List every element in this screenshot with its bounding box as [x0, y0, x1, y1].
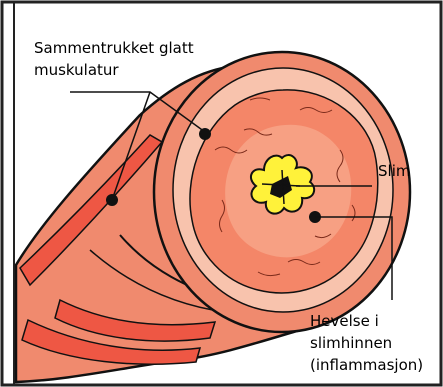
mucus-label: Slim: [378, 160, 410, 182]
cross-section: [154, 52, 410, 332]
smooth-muscle-label: Sammentrukket glatt muskulatur: [34, 37, 194, 81]
smooth-muscle-label-line-2: muskulatur: [34, 59, 194, 81]
swelling-label-line-1: Hevelse i: [310, 310, 423, 332]
swelling-label-line-2: slimhinnen: [310, 332, 423, 354]
muscle-marker-dot: [199, 128, 211, 140]
smooth-muscle-label-line-1: Sammentrukket glatt: [34, 37, 194, 59]
muscle-marker-dot: [106, 194, 118, 206]
swelling-label: Hevelse i slimhinnen (inflammasjon): [310, 310, 423, 376]
swelling-label-line-3: (inflammasjon): [310, 354, 423, 376]
